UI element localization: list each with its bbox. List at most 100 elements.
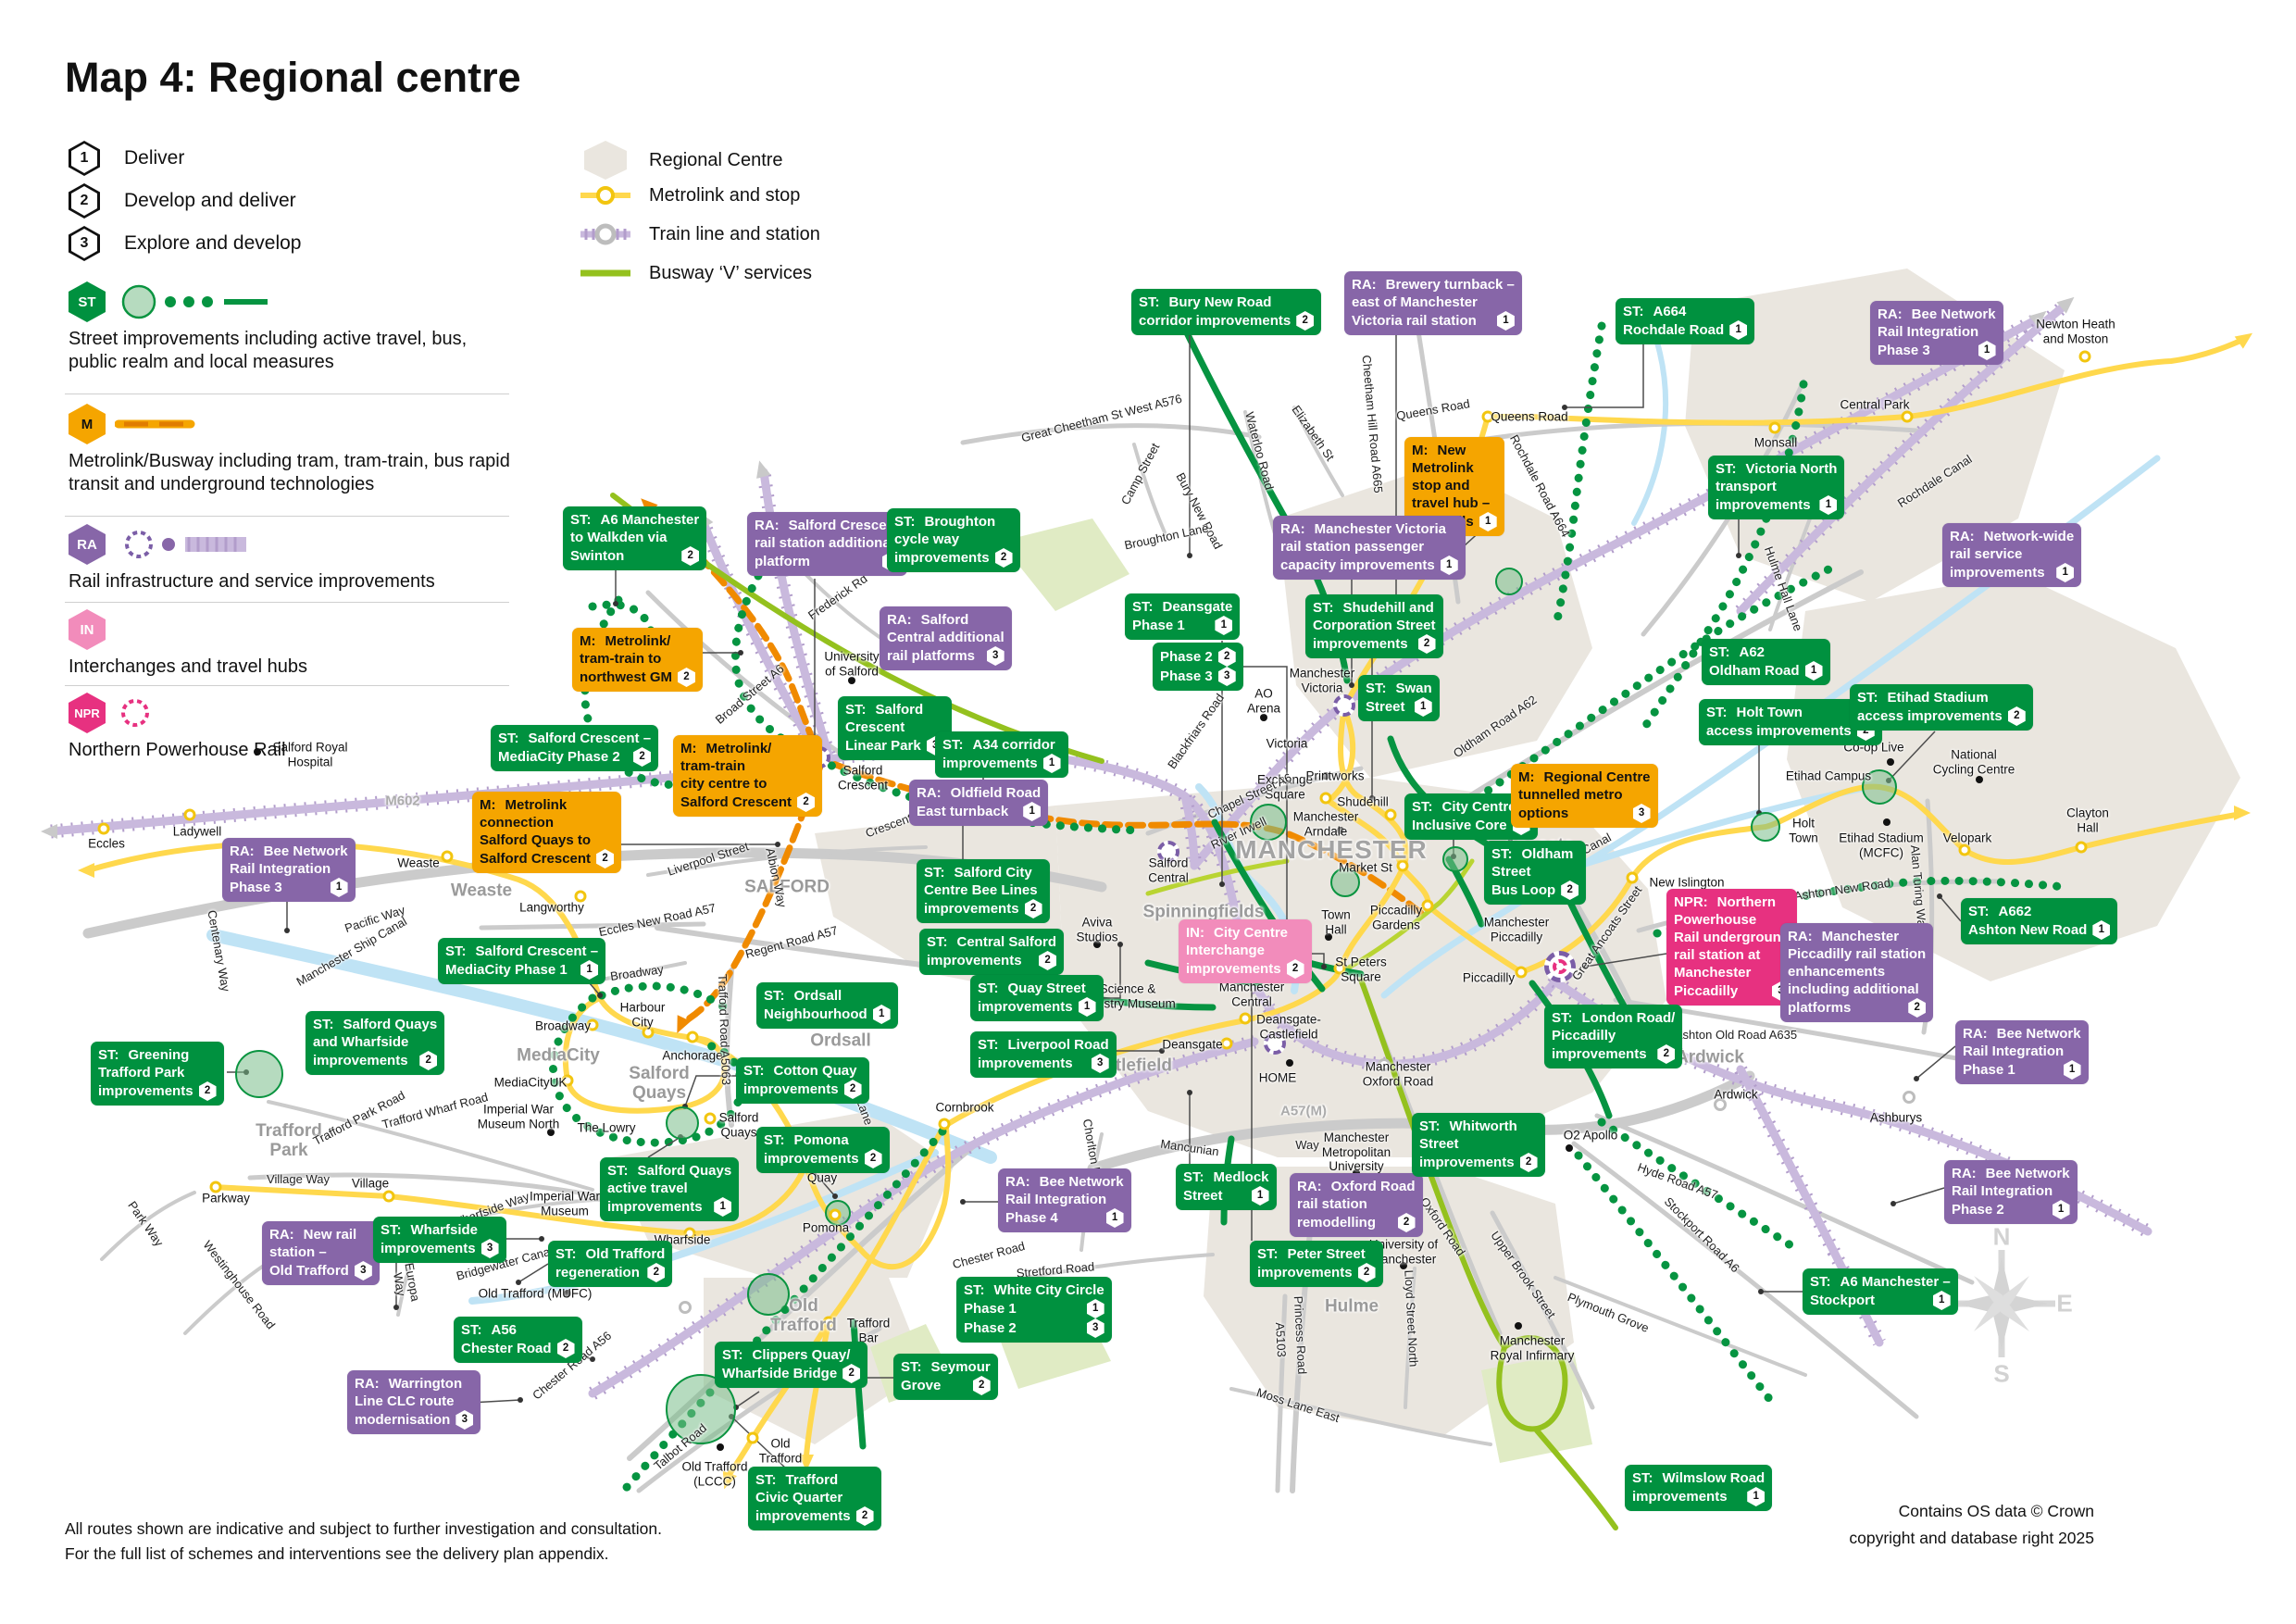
- badge-type-prefix: ST:: [1623, 304, 1644, 319]
- phase-number-hex: 1: [1729, 320, 1748, 340]
- badge-text: Northern: [1716, 894, 1777, 910]
- badge-text: Phase 1: [1963, 1062, 2015, 1078]
- badge-text: Salford Crescent –: [528, 731, 652, 746]
- phase-number-hex: 2: [842, 1364, 861, 1383]
- tram-stop-icon: [683, 1227, 696, 1240]
- badge-text: New: [1437, 443, 1466, 458]
- badge-text: rail platforms: [887, 648, 976, 664]
- st-description: Street improvements including active tra…: [69, 329, 468, 372]
- badge-text: Holt Town: [1736, 705, 1803, 720]
- compass-north: N: [1992, 1222, 2011, 1251]
- leader-end-dot: [1117, 942, 1123, 947]
- leader-end-dot: [1187, 1090, 1192, 1095]
- badge-text: MediaCity Phase 1: [445, 962, 568, 978]
- road-line: [100, 1191, 196, 1261]
- map-label: Velopark: [1942, 831, 1992, 845]
- phase-number-hex: 1: [1042, 754, 1061, 773]
- badge-type-prefix: RA:: [1788, 929, 1813, 944]
- badge-text: Bee Network: [1985, 1166, 2070, 1181]
- tram-stop-icon: [1220, 1037, 1233, 1050]
- phase-number-hex: 1: [1819, 495, 1838, 515]
- badge-text: Broughton: [924, 514, 996, 530]
- badge-text: Trafford: [785, 1472, 839, 1488]
- badge-type-prefix: RA:: [269, 1227, 294, 1243]
- badge-text: options: [1518, 806, 1569, 821]
- badge-text: Centre Bee Lines: [924, 882, 1038, 898]
- npr-station-icon: [121, 699, 149, 727]
- badge-text: tunnelled metro: [1518, 787, 1623, 803]
- badge-text: improvements: [978, 1056, 1073, 1071]
- poi-dot-icon: [1515, 1322, 1522, 1330]
- tram-stop-icon: [829, 1208, 842, 1221]
- badge-text: Medlock: [1213, 1169, 1269, 1185]
- tram-stop-icon: [938, 1118, 951, 1131]
- map-label: Manchester Royal Infirmary: [1490, 1333, 1575, 1363]
- scheme-area-circle: [1442, 846, 1468, 872]
- badge-text: Street: [1491, 864, 1531, 880]
- badge-type-prefix: ST:: [1132, 599, 1154, 615]
- badge-text: Phase 2: [964, 1320, 1017, 1336]
- scheme-area-circle: [747, 1273, 790, 1316]
- legend-scheme-st: ST Street improvements including active …: [69, 281, 513, 374]
- rail-line: [46, 746, 1560, 1068]
- badge-text: cycle way: [894, 531, 960, 547]
- note-line-1: All routes shown are indicative and subj…: [65, 1519, 662, 1538]
- badge-type-prefix: ST:: [927, 934, 948, 950]
- map-label: Exchange Square: [1256, 772, 1314, 802]
- map-label: Hulme: [1324, 1296, 1379, 1317]
- badge-text: Phase 3: [1878, 343, 1930, 358]
- metrolink-line: [804, 1319, 831, 1458]
- tram-stop-icon: [686, 1031, 699, 1043]
- phase-number-hex: 2: [596, 849, 615, 868]
- badge-text: rail station passenger: [1280, 539, 1425, 555]
- badge-text: Corporation Street: [1313, 618, 1436, 633]
- poi-dot-icon: [1887, 758, 1894, 766]
- badge-type-prefix: ST:: [381, 1222, 402, 1238]
- legend-scheme-in: IN Interchanges and travel hubs: [69, 609, 307, 679]
- badge-text: Interchange: [1186, 943, 1266, 958]
- busway-line: [1358, 977, 1507, 1350]
- badge-text: Trafford Park: [98, 1065, 185, 1081]
- badge-type-prefix: M:: [480, 797, 496, 813]
- badge-type-prefix: M:: [680, 741, 697, 756]
- badge-text: East turnback: [917, 804, 1009, 819]
- phase-number-hex: 1: [1747, 1487, 1766, 1506]
- map-label: SALFORD: [744, 877, 830, 897]
- badge-type-prefix: ST:: [1412, 799, 1433, 815]
- interchange-station-icon: [1333, 694, 1355, 717]
- phase-number-hex: 1: [1251, 1186, 1269, 1206]
- tram-stop-icon: [2075, 841, 2088, 854]
- badge-text: Deansgate: [1162, 599, 1233, 615]
- map-label: Manchester Victoria: [1289, 666, 1355, 695]
- badge-text: Manchester: [1674, 965, 1752, 981]
- m-hex-icon: M: [69, 404, 106, 444]
- phase-number-hex: 3: [1091, 1054, 1109, 1073]
- map-label: Village: [351, 1176, 390, 1191]
- map-label: Manchester Piccadilly: [1483, 915, 1550, 944]
- phase-number-hex: 1: [1086, 1299, 1104, 1318]
- badge-text: platforms: [1788, 1000, 1852, 1016]
- leader-end-dot: [1321, 964, 1327, 969]
- map-label: Holt Town: [1789, 816, 1818, 845]
- leader-end-dot: [738, 650, 743, 656]
- badge-type-prefix: RA:: [1352, 277, 1377, 293]
- note-line-2: For the full list of schemes and interve…: [65, 1544, 609, 1563]
- badge-text: travel hub –: [1412, 495, 1491, 511]
- badge-leader-line: [1565, 344, 1644, 408]
- poi-dot-icon: [1093, 941, 1101, 948]
- map-label: Deansgate: [1162, 1037, 1223, 1052]
- badge-type-prefix: ST:: [1257, 1246, 1279, 1262]
- phase-number-hex: 1: [2052, 1200, 2070, 1219]
- badge-text: Grove: [901, 1378, 942, 1393]
- badge-text: A34 corridor: [972, 737, 1055, 753]
- badge-text: Phase 4: [1005, 1210, 1058, 1226]
